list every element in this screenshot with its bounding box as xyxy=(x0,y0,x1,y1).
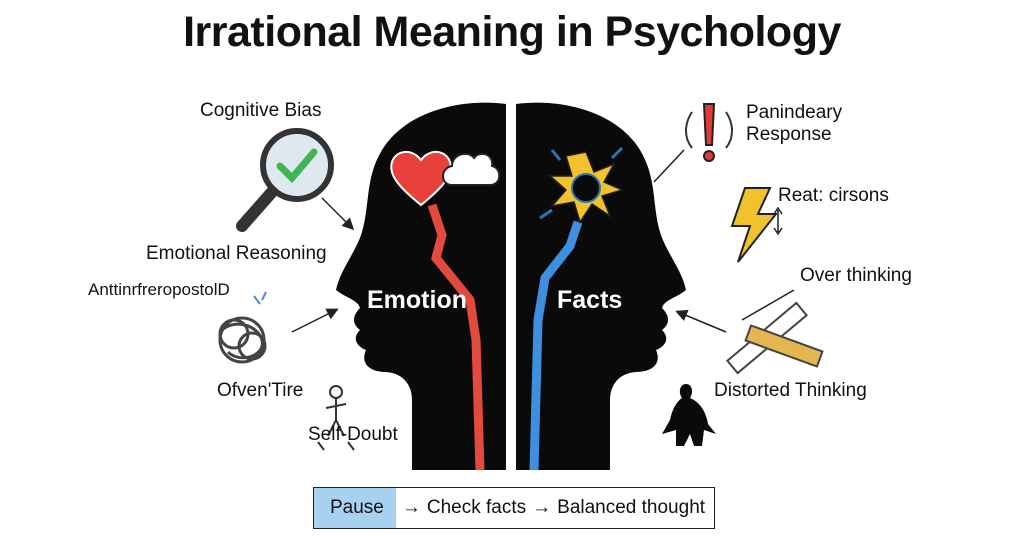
label-reat-cirsons: Reat: cirsons xyxy=(778,185,889,206)
label-garbled-text: Anttinrfreroposto xyxy=(88,280,214,299)
flow-step-balanced-thought: Balanced thought xyxy=(557,497,706,518)
label-emotional-reasoning: Emotional Reasoning xyxy=(146,243,327,264)
label-garbled-suffix: lD xyxy=(213,280,230,299)
arrow-cognitive-bias xyxy=(321,197,355,231)
emotion-label: Emotion xyxy=(367,286,467,314)
label-ofven-tire: Ofven'Tire xyxy=(217,380,304,401)
silhouette-icon xyxy=(662,384,716,446)
facts-label: Facts xyxy=(557,286,623,314)
page-title: Irrational Meaning in Psychology xyxy=(183,8,841,56)
arrow-over-thinking xyxy=(741,289,795,321)
person-icon xyxy=(317,385,355,451)
label-cognitive-bias: Cognitive Bias xyxy=(200,100,322,121)
label-over-thinking: Over thinking xyxy=(800,265,912,286)
lightning-icon xyxy=(730,187,783,263)
label-panic-response-1: Panindeary xyxy=(746,102,843,123)
cloud-icon xyxy=(442,152,501,186)
left-head-silhouette xyxy=(336,102,506,470)
label-self-doubt: Self-Doubt xyxy=(308,424,398,445)
arrow-panic xyxy=(653,149,685,183)
flow-arrow-icon: → xyxy=(401,497,421,518)
label-panic-response-2: Response xyxy=(746,124,832,145)
label-garbled: AnttinrfreropostolD xyxy=(88,280,230,300)
tangle-icon xyxy=(218,291,267,364)
alert-icon xyxy=(685,103,733,162)
flow-step-pause: Pause xyxy=(314,488,396,528)
flow-box: Pause → Check facts → Balanced thought xyxy=(313,487,715,529)
magnifier-check-icon xyxy=(236,128,334,232)
right-head-silhouette xyxy=(516,102,686,470)
label-distorted-thinking: Distorted Thinking xyxy=(714,380,867,401)
emotion-arrow xyxy=(427,203,485,471)
flow-arrow-icon: → xyxy=(532,497,552,518)
ruler-icon xyxy=(725,301,824,375)
arrow-tangle xyxy=(291,308,339,333)
brain-spark-icon xyxy=(539,146,625,224)
arrow-distorted xyxy=(675,309,727,333)
flow-step-check-facts: Check facts xyxy=(426,497,527,518)
facts-arrow xyxy=(529,220,583,471)
